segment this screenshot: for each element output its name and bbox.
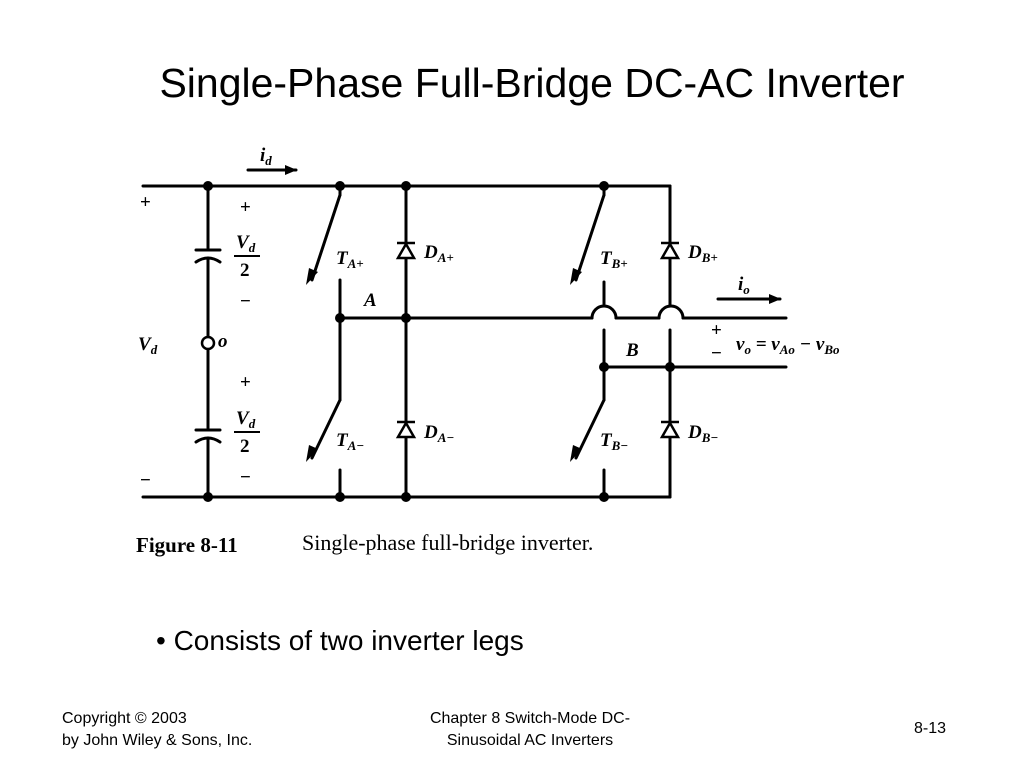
label-node-a: A [363, 290, 377, 311]
label-io: io [738, 274, 750, 297]
midpoint-terminal-o [200, 335, 216, 351]
label-vd-half-lower-num: Vd [236, 408, 256, 431]
tb-plus-arrowhead [570, 268, 582, 285]
diode-db-plus [659, 241, 681, 260]
label-db-minus: DB− [687, 422, 718, 445]
diode-db-minus [659, 420, 681, 439]
label-vd-half-upper-num: Vd [236, 232, 256, 255]
diode-da-minus [395, 420, 417, 439]
label-minus-upper: − [240, 291, 251, 312]
label-tb-plus: TB+ [600, 248, 628, 271]
junction-dot [335, 181, 345, 191]
slide-title: Single-Phase Full-Bridge DC-AC Inverter [159, 60, 905, 106]
label-minus-source: − [140, 470, 151, 491]
label-plus-source: + [140, 192, 151, 213]
figure-caption-text: Single-phase full-bridge inverter. [302, 530, 593, 555]
label-o: o [218, 331, 228, 352]
label-vo-equation: vo = vAo − vBo [736, 334, 840, 357]
tb-minus-arrowhead [570, 445, 582, 462]
junction-dot [335, 313, 345, 323]
chapter-line1: Chapter 8 Switch-Mode DC- [429, 710, 631, 727]
label-plus-lower: + [240, 372, 251, 393]
diodes [395, 241, 681, 439]
junction-dot [599, 181, 609, 191]
label-da-plus: DA+ [423, 242, 454, 265]
junction-dot [665, 362, 675, 372]
junction-dot [203, 181, 213, 191]
switch-tb-minus [574, 398, 606, 460]
junction-dot [599, 492, 609, 502]
page-number: 8-13 [913, 720, 947, 737]
label-vo-plus: + [711, 320, 722, 341]
figure-caption-number: Figure 8-11 [136, 533, 238, 557]
label-vo-minus: − [711, 343, 722, 364]
diode-da-plus [395, 241, 417, 260]
ta-minus-arrowhead [306, 445, 318, 462]
wire-crossover [657, 304, 685, 320]
ta-plus-arrowhead [306, 268, 318, 285]
label-vd-half-lower-den: 2 [240, 436, 250, 457]
junction-dot [203, 492, 213, 502]
junction-dot [599, 362, 609, 372]
label-plus-upper: + [240, 197, 251, 218]
footer-chapter: Chapter 8 Switch-Mode DC- Sinusoidal AC … [380, 708, 680, 752]
footer-copyright: Copyright © 2003 by John Wiley & Sons, I… [62, 708, 252, 752]
label-vd: Vd [138, 334, 158, 357]
chapter-line2: Sinusoidal AC Inverters [446, 732, 614, 749]
junction-dot [401, 181, 411, 191]
label-tb-minus: TB− [600, 430, 628, 453]
wire-crossover [590, 304, 618, 320]
switch-ta-minus [310, 398, 342, 460]
switch-ta-plus [310, 193, 342, 282]
copyright-line2: by John Wiley & Sons, Inc. [62, 732, 253, 749]
label-minus-lower: − [240, 467, 251, 488]
label-id: id [260, 145, 272, 168]
label-vd-half-upper-den: 2 [240, 260, 250, 281]
label-node-b: B [625, 340, 639, 361]
switch-arrowheads [306, 268, 582, 462]
bullet-point: • Consists of two inverter legs [156, 625, 524, 656]
junction-dots [203, 181, 675, 502]
junction-dot [401, 492, 411, 502]
label-ta-plus: TA+ [336, 248, 364, 271]
junction-dot [401, 313, 411, 323]
copyright-line1: Copyright © 2003 [62, 710, 187, 727]
switch-tb-plus [574, 193, 606, 282]
label-db-plus: DB+ [687, 242, 718, 265]
junction-dot [335, 492, 345, 502]
label-da-minus: DA− [423, 422, 454, 445]
label-ta-minus: TA− [336, 430, 364, 453]
